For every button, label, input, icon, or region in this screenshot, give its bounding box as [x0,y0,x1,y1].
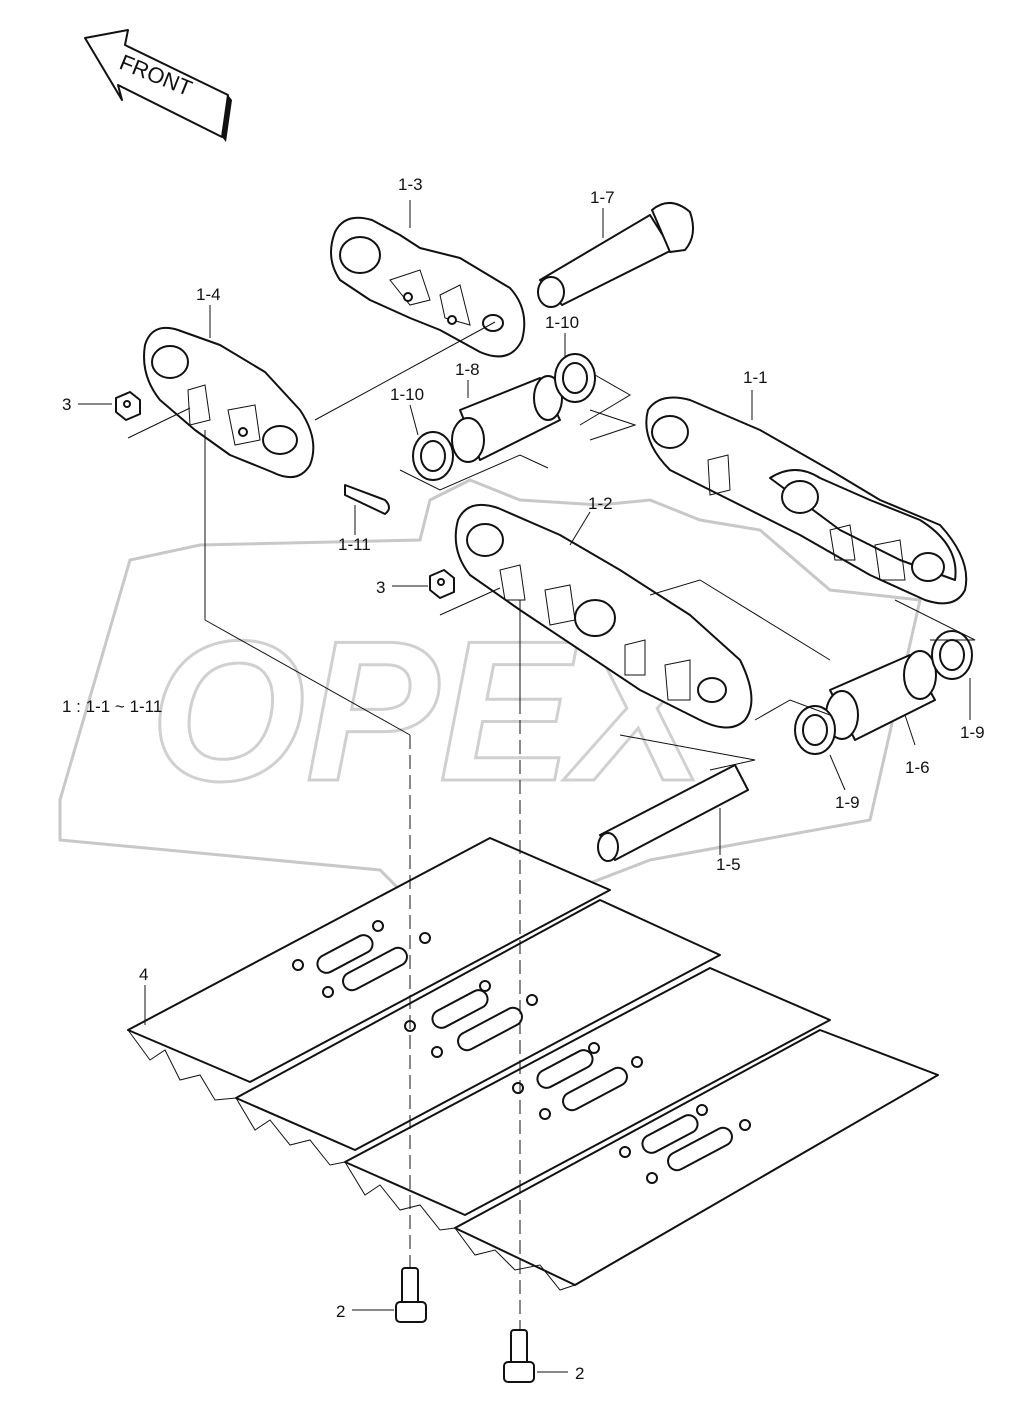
label-1-5: 1-5 [716,855,741,874]
label-1-10-lower: 1-10 [390,385,424,404]
part-labels: 1-3 1-7 1-4 1-10 1-8 1-10 1-1 3 1-2 1-11… [62,175,985,1383]
pin-1-5 [597,764,749,862]
track-link-1-2 [454,504,753,729]
label-group: 1 : 1-1 ~ 1-11 [62,697,162,716]
label-leaders [78,200,971,1373]
label-4: 4 [139,965,148,984]
track-link-1-3 [330,216,526,358]
label-3-lower: 3 [376,578,385,597]
label-1-11: 1-11 [338,535,371,554]
label-3-upper: 3 [62,395,71,414]
bolt-2-left [395,1267,427,1323]
assembly-guide-lines [127,321,976,1330]
label-1-10-upper: 1-10 [545,313,579,332]
label-1-7: 1-7 [590,188,615,207]
track-link-1-1 [645,396,968,605]
seal-1-10-lower [412,431,454,481]
label-1-1: 1-1 [743,368,768,387]
bushing-1-8 [451,375,563,463]
label-1-6: 1-6 [905,758,930,777]
label-1-9-right: 1-9 [960,723,985,742]
master-pin-1-7 [537,202,695,308]
track-shoes-4 [127,837,939,1291]
nut-3-lower [429,569,455,599]
label-1-4: 1-4 [196,285,221,304]
label-2-right: 2 [575,1364,584,1383]
pin-1-11 [344,484,390,515]
seal-1-10-upper [554,353,596,403]
track-link-1-4 [143,326,315,479]
bushing-1-6 [825,650,937,741]
seal-1-9-left [794,705,836,755]
label-1-3: 1-3 [398,175,423,194]
label-1-8: 1-8 [455,360,480,379]
label-1-9-left: 1-9 [835,793,860,812]
bolt-2-right [503,1329,535,1383]
label-1-2: 1-2 [588,494,613,513]
label-2-left: 2 [336,1302,345,1321]
seal-1-9-right [931,630,973,680]
nut-3-upper [115,391,141,421]
front-arrow: FRONT [84,29,232,142]
